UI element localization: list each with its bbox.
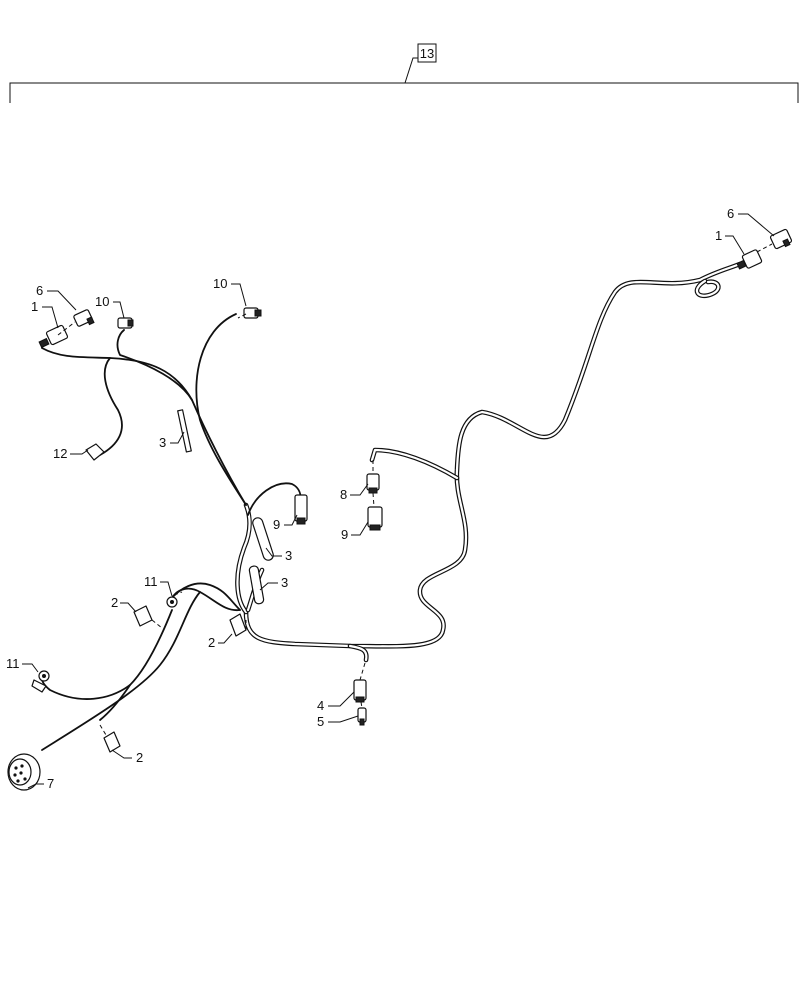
callout-9-right: 9 xyxy=(341,527,348,542)
callout-10-top: 10 xyxy=(213,276,227,291)
callout-7: 7 xyxy=(47,776,54,791)
callout-2-left: 2 xyxy=(111,595,118,610)
callout-4: 4 xyxy=(317,698,324,713)
connector-10-top xyxy=(243,307,262,319)
connector-9-right xyxy=(367,506,383,531)
callout-2-lower: 2 xyxy=(136,750,143,765)
leader-lines xyxy=(22,213,775,789)
clip-2-lower xyxy=(103,731,121,753)
callout-9-left: 9 xyxy=(273,517,280,532)
sensor-5 xyxy=(357,707,367,726)
connector-1-right xyxy=(736,249,763,270)
clip-2-center xyxy=(229,613,247,637)
ring-terminal-11-lower xyxy=(31,670,50,693)
callout-3-mid: 3 xyxy=(285,548,292,563)
callout-6-right: 6 xyxy=(727,206,734,221)
connector-6-left xyxy=(73,309,95,327)
connector-4 xyxy=(353,679,367,703)
connector-6-right xyxy=(769,228,793,250)
callout-labels: 6 1 10 10 12 3 9 3 3 11 2 2 11 2 7 8 9 4… xyxy=(6,206,734,791)
thin-wires xyxy=(40,313,302,751)
connector-1-left xyxy=(38,324,69,349)
assembly-bracket: 13 xyxy=(9,43,799,103)
connector-12 xyxy=(85,443,105,461)
conduit-3-upper xyxy=(177,409,192,453)
callout-2-center: 2 xyxy=(208,635,215,650)
conduit-3-lower xyxy=(248,565,265,605)
callout-1-right: 1 xyxy=(715,228,722,243)
round-connector-7 xyxy=(7,753,41,791)
callout-6-left: 6 xyxy=(36,283,43,298)
connector-10-left xyxy=(117,317,134,329)
callout-11-upper: 11 xyxy=(144,574,158,589)
connector-9-left xyxy=(294,494,308,525)
callout-5: 5 xyxy=(317,714,324,729)
clip-2-left xyxy=(133,605,153,627)
callout-10-left: 10 xyxy=(95,294,109,309)
ring-terminal-11-upper xyxy=(166,596,178,608)
callout-8: 8 xyxy=(340,487,347,502)
connector-8 xyxy=(366,473,380,494)
main-harness-cable xyxy=(235,261,743,663)
callout-12: 12 xyxy=(53,446,67,461)
callout-3-upper: 3 xyxy=(159,435,166,450)
callout-3-lower: 3 xyxy=(281,575,288,590)
callout-11-lower: 11 xyxy=(6,656,20,671)
assembly-callout: 13 xyxy=(420,46,434,61)
dashed-leaders xyxy=(57,243,773,736)
conduit-3-mid xyxy=(252,517,274,561)
callout-1-left: 1 xyxy=(31,299,38,314)
